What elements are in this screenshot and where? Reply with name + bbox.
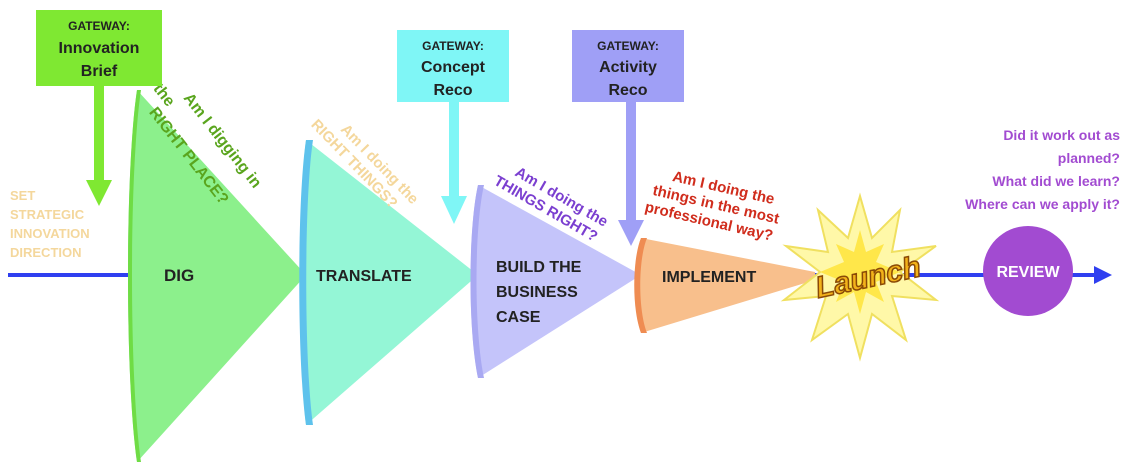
launch-burst: Launch: [780, 192, 940, 362]
gateway-arrow-concept-reco: [441, 100, 467, 224]
stage-label-implement: IMPLEMENT: [662, 269, 756, 286]
svg-text:GATEWAY:: GATEWAY:: [68, 19, 130, 33]
svg-text:GATEWAY:: GATEWAY:: [422, 39, 484, 53]
svg-text:GATEWAY:: GATEWAY:: [597, 39, 659, 53]
svg-text:Reco: Reco: [433, 82, 472, 99]
svg-text:Activity: Activity: [599, 59, 657, 76]
stage-implement: IMPLEMENT: [634, 238, 815, 333]
gateway-activity-reco: GATEWAY: Activity Reco: [572, 30, 684, 102]
stage-label-build-line-2: BUSINESS: [496, 284, 578, 301]
svg-text:Concept: Concept: [421, 59, 486, 76]
stage-build-business-case: BUILD THE BUSINESS CASE: [470, 185, 641, 378]
svg-text:SET: SET: [10, 188, 35, 203]
stage-label-build-line-1: BUILD THE: [496, 259, 582, 276]
review-label: REVIEW: [996, 264, 1060, 281]
review-node: REVIEW: [983, 226, 1073, 316]
svg-text:Where can we apply it?: Where can we apply it?: [965, 196, 1120, 212]
stage-translate: TRANSLATE: [299, 140, 478, 425]
question-implement: Am I doing the things in the most profes…: [643, 168, 781, 245]
gateway-arrow-innovation-brief: [86, 84, 112, 206]
gateway-concept-reco: GATEWAY: Concept Reco: [397, 30, 509, 102]
svg-text:planned?: planned?: [1058, 150, 1120, 166]
gateway-arrow-activity-reco: [618, 100, 644, 246]
stage-dig: DIG: [128, 90, 306, 462]
svg-text:INNOVATION: INNOVATION: [10, 226, 90, 241]
stage-label-build-line-3: CASE: [496, 309, 541, 326]
flow-arrowhead: [1094, 266, 1112, 284]
svg-text:Brief: Brief: [81, 63, 118, 80]
svg-text:Did it work out as: Did it work out as: [1003, 127, 1120, 143]
svg-text:STRATEGIC: STRATEGIC: [10, 207, 85, 222]
stage-label-dig: DIG: [164, 266, 194, 285]
svg-text:What did we learn?: What did we learn?: [992, 173, 1120, 189]
stage-label-translate: TRANSLATE: [316, 268, 412, 285]
svg-text:DIRECTION: DIRECTION: [10, 245, 82, 260]
gateway-innovation-brief: GATEWAY: Innovation Brief: [36, 10, 162, 86]
svg-text:Reco: Reco: [608, 82, 647, 99]
start-label: SET STRATEGIC INNOVATION DIRECTION: [10, 188, 90, 260]
review-questions: Did it work out as planned? What did we …: [965, 127, 1120, 212]
svg-text:Innovation: Innovation: [59, 40, 140, 57]
